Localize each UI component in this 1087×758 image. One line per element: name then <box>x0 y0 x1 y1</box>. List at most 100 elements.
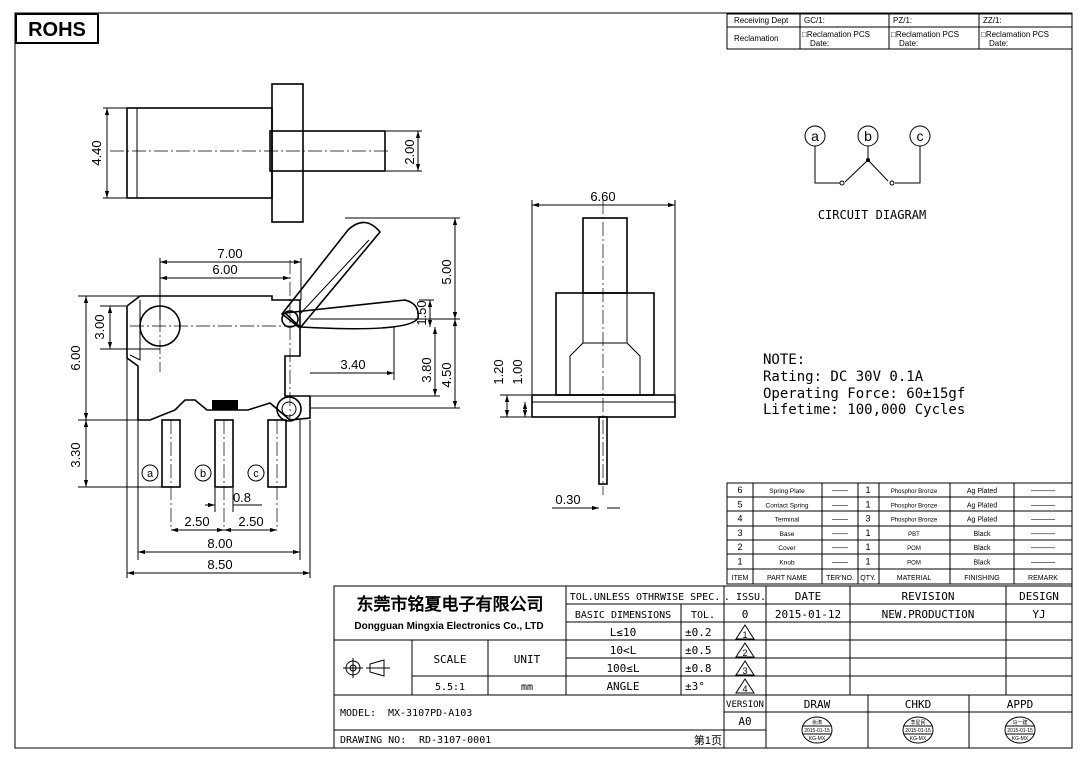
svg-text:±3°: ±3° <box>685 680 705 693</box>
svg-text:KG-MX: KG-MX <box>1012 736 1029 742</box>
svg-text:0.8: 0.8 <box>233 490 251 505</box>
bom-ter-no: —— <box>832 558 848 567</box>
svg-text:3: 3 <box>742 666 747 676</box>
bom-ter-no: —— <box>832 543 848 552</box>
svg-text:±0.8: ±0.8 <box>685 662 712 675</box>
svg-text:KG-MX: KG-MX <box>809 736 826 742</box>
bom-remark: ——— <box>1031 500 1055 509</box>
svg-text:c: c <box>917 128 924 144</box>
rohs-badge: ROHS <box>15 13 99 44</box>
bom-qty: 1 <box>865 528 870 538</box>
svg-text:2.50: 2.50 <box>184 514 209 529</box>
bom-item: 5 <box>737 499 742 509</box>
svg-text:□Reclamation PCS: □Reclamation PCS <box>802 30 870 39</box>
bom-material: POM <box>907 546 921 552</box>
svg-text:100≤L: 100≤L <box>606 662 639 675</box>
svg-text:REVISION: REVISION <box>902 590 955 603</box>
svg-text:5.5:1: 5.5:1 <box>435 682 465 693</box>
revision-triangle-1: 1 <box>735 624 755 640</box>
svg-text:Lifetime: 100,000 Cycles: Lifetime: 100,000 Cycles <box>763 402 965 418</box>
svg-text:1: 1 <box>742 630 747 640</box>
bom-remark: ——— <box>1031 529 1055 538</box>
svg-text:UNIT: UNIT <box>514 653 541 666</box>
svg-text:5.00: 5.00 <box>439 259 454 284</box>
bom-head-finishing: FINISHING <box>964 575 999 582</box>
svg-text:7.00: 7.00 <box>217 246 242 261</box>
svg-text:Reclamation: Reclamation <box>734 34 778 43</box>
svg-text:1.50: 1.50 <box>414 300 429 325</box>
bom-head-remark: REMARK <box>1028 575 1058 582</box>
svg-text:Date:: Date: <box>899 39 918 48</box>
svg-text:□Reclamation PCS: □Reclamation PCS <box>981 30 1049 39</box>
page-number: 第1页 <box>694 733 722 747</box>
bom-material: POM <box>907 561 921 567</box>
svg-text:Date:: Date: <box>989 39 1008 48</box>
svg-text:DATE: DATE <box>795 590 822 603</box>
bom-part-name: Knob <box>779 560 795 567</box>
svg-text:余涛: 余涛 <box>812 719 822 726</box>
model-label: MODEL: <box>340 708 376 719</box>
bom-remark: ——— <box>1031 486 1055 495</box>
bom-qty: 1 <box>865 557 870 567</box>
revision-triangle-3: 3 <box>735 660 755 676</box>
drawing-no-label: DRAWING NO: <box>340 735 406 746</box>
svg-text:10<L: 10<L <box>610 644 637 657</box>
svg-text:2: 2 <box>742 648 747 658</box>
svg-text:mm: mm <box>521 682 533 693</box>
svg-text:APPD: APPD <box>1007 698 1034 711</box>
svg-text:2015-01-15: 2015-01-15 <box>905 728 931 734</box>
svg-text:6.60: 6.60 <box>590 189 615 204</box>
svg-text:李星民: 李星民 <box>910 719 925 726</box>
svg-text:3.00: 3.00 <box>92 314 107 339</box>
bom-material: Phosphor Bronze <box>891 518 938 524</box>
bom-ter-no: —— <box>832 486 848 495</box>
svg-text:2015-01-15: 2015-01-15 <box>1007 728 1033 734</box>
model-value: MX-3107PD-A103 <box>388 708 472 719</box>
svg-text:ZZ/1:: ZZ/1: <box>983 16 1002 25</box>
svg-text:b: b <box>864 128 872 144</box>
svg-text:3.80: 3.80 <box>419 357 434 382</box>
drawing-no-value: RD-3107-0001 <box>419 735 491 746</box>
bom-qty: 3 <box>865 514 870 524</box>
svg-text:3.30: 3.30 <box>68 442 83 467</box>
svg-text:CHKD: CHKD <box>905 698 932 711</box>
svg-text:0.30: 0.30 <box>555 492 580 507</box>
bom-ter-no: —— <box>832 529 848 538</box>
bom-ter-no: —— <box>832 515 848 524</box>
svg-text:ROHS: ROHS <box>28 19 86 41</box>
bom-ter-no: —— <box>832 500 848 509</box>
svg-text:8.00: 8.00 <box>207 536 232 551</box>
side-view: 6.60 1.20 1.00 0.30 <box>491 189 676 511</box>
bom-qty: 1 <box>865 499 870 509</box>
svg-text:3.40: 3.40 <box>340 357 365 372</box>
svg-text:TOL.: TOL. <box>691 610 715 621</box>
bom-finishing: Ag Plated <box>967 517 997 524</box>
svg-text:1.00: 1.00 <box>510 359 525 384</box>
bom-finishing: Black <box>973 560 991 567</box>
svg-text:2015-01-15: 2015-01-15 <box>804 728 830 734</box>
bom-remark: ——— <box>1031 558 1055 567</box>
svg-text:A0: A0 <box>738 715 751 728</box>
bom-item: 3 <box>737 528 742 538</box>
svg-text:ANGLE: ANGLE <box>606 680 639 693</box>
company-name-cn: 东莞市铭夏电子有限公司 <box>357 594 544 614</box>
svg-text:马一建: 马一建 <box>1012 719 1027 726</box>
circuit-diagram: a b c CIRCUIT DIAGRAM <box>804 125 931 222</box>
bom-part-name: Base <box>780 531 795 538</box>
svg-text:YJ: YJ <box>1032 608 1045 621</box>
bom-finishing: Black <box>973 531 991 538</box>
bom-qty: 1 <box>865 542 870 552</box>
svg-text:PZ/1:: PZ/1: <box>893 16 912 25</box>
notes: NOTE: Rating: DC 30V 0.1A Operating Forc… <box>763 352 965 418</box>
bom-remark: ——— <box>1031 543 1055 552</box>
svg-text:Operating Force: 60±15gf: Operating Force: 60±15gf <box>763 386 965 402</box>
stamp-draw: 余涛 2015-01-15 KG-MX <box>801 716 833 744</box>
svg-text:0: 0 <box>742 608 749 621</box>
projection-symbol-icon <box>343 658 390 678</box>
svg-text:4.40: 4.40 <box>89 140 104 165</box>
svg-text:DRAW: DRAW <box>804 698 831 711</box>
svg-text:a: a <box>147 468 154 480</box>
svg-text:Receiving Dept: Receiving Dept <box>734 16 789 25</box>
svg-text:DESIGN: DESIGN <box>1019 590 1059 603</box>
